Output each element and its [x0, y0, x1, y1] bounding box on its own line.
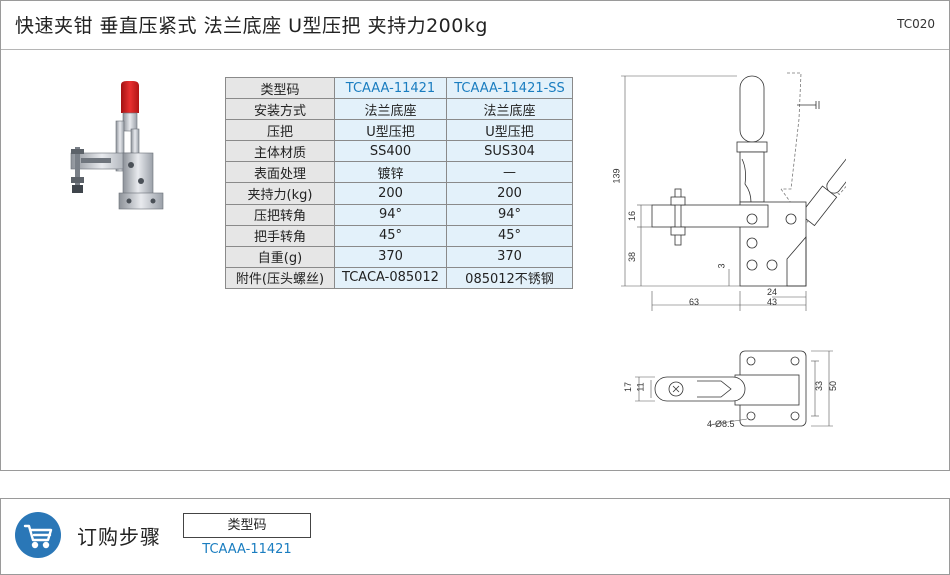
dim-16: 16 — [627, 210, 638, 222]
spec-label: 表面处理 — [225, 161, 335, 184]
spec-label: 把手转角 — [225, 224, 335, 247]
table-row: 主体材质 SS400 SUS304 — [225, 140, 573, 163]
dim-33: 33 — [814, 380, 825, 392]
spec-value-model2: 370 — [446, 245, 573, 268]
spec-value-model1[interactable]: TCAAA-11421 — [334, 76, 447, 100]
product-photo — [70, 81, 164, 210]
spec-label: 夹持力(kg) — [225, 182, 335, 205]
spec-label: 附件(压头螺丝) — [225, 266, 335, 289]
spec-value-model1: 45° — [334, 224, 447, 247]
type-code-value[interactable]: TCAAA-11421 — [202, 542, 292, 557]
dim-38: 38 — [627, 251, 638, 263]
table-row: 安装方式 法兰底座 法兰底座 — [225, 98, 573, 121]
spec-value-model1: 法兰底座 — [334, 98, 447, 121]
spec-label: 主体材质 — [225, 140, 335, 163]
dim-3: 3 — [716, 263, 727, 269]
spec-value-model2: 200 — [446, 182, 573, 205]
dimension-drawing — [621, 72, 846, 427]
product-panel: 快速夹钳 垂直压紧式 法兰底座 U型压把 夹持力200kg TC020 — [0, 0, 950, 471]
table-row: 类型码 TCAAA-11421 TCAAA-11421-SS — [225, 76, 573, 100]
table-row: 压把 U型压把 U型压把 — [225, 119, 573, 142]
title-divider — [1, 49, 949, 50]
spec-value-model1: 镀锌 — [334, 161, 447, 184]
spec-value-model2: 法兰底座 — [446, 98, 573, 121]
table-row: 把手转角 45° 45° — [225, 224, 573, 247]
spec-value-model2: — — [446, 161, 573, 184]
spec-table: 类型码 TCAAA-11421 TCAAA-11421-SS 安装方式 法兰底座… — [225, 76, 573, 289]
spec-value-model2: 94° — [446, 203, 573, 226]
spec-label: 安装方式 — [225, 98, 335, 121]
spec-value-model1: TCACA-085012 — [334, 266, 447, 289]
spec-value-model1: 200 — [334, 182, 447, 205]
cart-icon — [15, 512, 61, 558]
table-row: 自重(g) 370 370 — [225, 245, 573, 268]
spec-label: 压把 — [225, 119, 335, 142]
spec-value-model1: U型压把 — [334, 119, 447, 142]
dim-holes: 4-Ø8.5 — [707, 419, 735, 429]
spec-value-model1: SS400 — [334, 140, 447, 163]
spec-value-model1: 370 — [334, 245, 447, 268]
spec-value-model2: 085012不锈钢 — [446, 266, 573, 289]
table-row: 压把转角 94° 94° — [225, 203, 573, 226]
dim-17: 17 — [623, 381, 634, 393]
table-row: 附件(压头螺丝) TCACA-085012 085012不锈钢 — [225, 266, 573, 289]
dim-139: 139 — [611, 168, 622, 184]
page-title: 快速夹钳 垂直压紧式 法兰底座 U型压把 夹持力200kg — [15, 15, 488, 37]
dimension-labels: 139 16 38 3 24 63 43 17 11 33 50 4-Ø8.5 — [601, 59, 846, 439]
spec-value-model2[interactable]: TCAAA-11421-SS — [446, 76, 573, 100]
spec-value-model1: 94° — [334, 203, 447, 226]
spec-value-model2: SUS304 — [446, 140, 573, 163]
series-code: TC020 — [897, 17, 935, 31]
order-steps-title: 订购步骤 — [77, 525, 161, 549]
spec-label: 自重(g) — [225, 245, 335, 268]
dim-63: 63 — [689, 297, 700, 307]
dim-50: 50 — [828, 380, 839, 392]
spec-value-model2: 45° — [446, 224, 573, 247]
table-row: 夹持力(kg) 200 200 — [225, 182, 573, 205]
dim-11: 11 — [635, 382, 646, 392]
spec-value-model2: U型压把 — [446, 119, 573, 142]
dim-24: 24 — [767, 287, 778, 297]
spec-label: 类型码 — [225, 76, 335, 100]
table-row: 表面处理 镀锌 — — [225, 161, 573, 184]
dim-43: 43 — [767, 297, 778, 307]
spec-label: 压把转角 — [225, 203, 335, 226]
type-code-box: 类型码 — [183, 513, 311, 538]
order-panel: 订购步骤 类型码 TCAAA-11421 — [0, 498, 950, 575]
